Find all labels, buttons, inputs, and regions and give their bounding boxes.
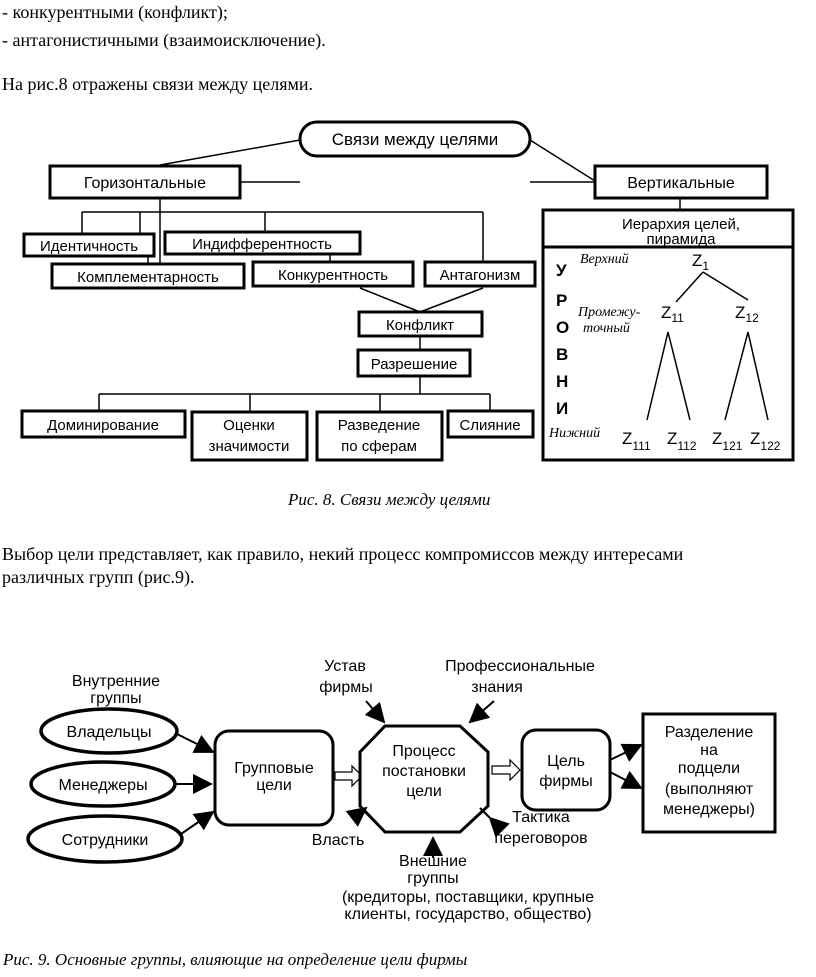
firm-goal-label-1: Цель	[547, 753, 585, 770]
group-goals-label-2: цели	[256, 777, 292, 794]
tactics-label-1: Тактика	[512, 809, 570, 826]
prof-knowledge-label-1: Профессиональные	[445, 658, 595, 675]
process-octagon	[358, 724, 490, 834]
svg-text:Z1: Z1	[692, 251, 709, 273]
svg-text:Z122: Z122	[750, 429, 781, 453]
hierarchy-label-1: Иерархия целей,	[622, 216, 740, 233]
competition-label: Конкурентность	[278, 267, 388, 284]
separation-label-2: по сферам	[341, 438, 417, 455]
horizontal-label: Горизонтальные	[84, 175, 206, 192]
list-line-antagonistic: - антагонистичными (взаимоисключение).	[2, 30, 326, 50]
indifference-node	[163, 230, 362, 256]
svg-text:Р: Р	[556, 291, 567, 310]
hierarchy-label-2: пирамида	[647, 231, 717, 248]
figure-9-caption: Рис. 9. Основные группы, влияющие на опр…	[3, 950, 468, 969]
external-label-2: группы	[407, 870, 458, 887]
resolution-label: Разрешение	[371, 356, 458, 373]
svg-text:Z112: Z112	[667, 429, 697, 453]
svg-text:Z121: Z121	[712, 429, 743, 453]
paragraph-line-2: различных групп (рис.9).	[2, 567, 195, 587]
firm-goal-box	[520, 728, 612, 812]
svg-text:Z12: Z12	[735, 303, 759, 325]
external-label-3: (кредиторы, поставщики, крупные	[342, 889, 594, 906]
group-goals-box	[213, 729, 335, 827]
identity-node	[22, 232, 156, 258]
tactics-label-2: переговоров	[494, 830, 587, 847]
internal-groups-2: группы	[90, 690, 141, 707]
resolution-node	[356, 348, 472, 378]
process-label-3: цели	[406, 783, 442, 800]
process-label-1: Процесс	[392, 743, 455, 760]
charter-label-1: Устав	[324, 658, 366, 675]
division-label-1: Разделение	[665, 724, 754, 741]
merger-node	[446, 409, 535, 439]
group-goals-label-1: Групповые	[234, 760, 314, 777]
significance-label-2: значимости	[209, 438, 290, 455]
antagonism-node	[423, 260, 537, 288]
merger-label: Слияние	[459, 417, 520, 434]
firm-goal-label-2: фирмы	[539, 773, 593, 790]
significance-node	[190, 410, 309, 462]
svg-text:В: В	[556, 345, 568, 364]
svg-text:О: О	[556, 318, 569, 337]
conflict-node	[357, 310, 484, 338]
employees-label: Сотрудники	[62, 832, 149, 849]
division-box	[641, 712, 777, 834]
hierarchy-panel	[541, 208, 795, 462]
separation-label-1: Разведение	[338, 417, 420, 434]
external-label-4: клиенты, государство, общество)	[344, 906, 591, 923]
levels-vertical-word: У Р О В Н И	[556, 261, 569, 418]
managers-ellipse	[29, 760, 177, 808]
managers-label: Менеджеры	[58, 777, 147, 794]
employees-ellipse	[26, 814, 184, 864]
horizontal-node	[48, 164, 242, 200]
svg-text:У: У	[556, 261, 567, 280]
domination-label: Доминирование	[47, 417, 159, 434]
division-label-3: подцели	[678, 760, 740, 777]
figure-8-caption: Рис. 8. Связи между целями	[288, 490, 491, 509]
significance-label-1: Оценки	[223, 417, 275, 434]
owners-ellipse	[39, 707, 179, 755]
vertical-node	[593, 164, 769, 200]
division-label-4: (выполняют	[665, 781, 754, 798]
power-label: Власть	[312, 832, 365, 849]
process-label-2: постановки	[382, 763, 466, 780]
root-label: Связи между целями	[332, 130, 499, 149]
prof-knowledge-label-2: знания	[471, 679, 523, 696]
complementarity-label: Комплементарность	[77, 269, 219, 286]
charter-label-2: фирмы	[319, 679, 373, 696]
figure-8-diagram: Связи между целями Горизонтальные Вертик…	[20, 120, 795, 462]
level-upper: Верхний	[580, 252, 629, 267]
level-lower: Нижний	[548, 426, 600, 441]
identity-label: Идентичность	[40, 238, 138, 255]
domination-node	[20, 409, 187, 439]
intro-fig8: На рис.8 отражены связи между целями.	[2, 74, 314, 94]
svg-text:Z111: Z111	[622, 429, 651, 453]
competition-node	[251, 260, 415, 288]
paragraph-line-1: Выбор цели представляет, как правило, не…	[2, 544, 684, 564]
indifference-label: Индифферентность	[192, 236, 332, 253]
level-middle-1: Промежу-	[577, 305, 641, 320]
vertical-label: Вертикальные	[627, 175, 735, 192]
internal-groups-1: Внутренние	[72, 673, 160, 690]
external-label-1: Внешние	[399, 853, 467, 870]
svg-text:Н: Н	[556, 372, 568, 391]
separation-node	[315, 410, 444, 462]
division-label-2: на	[700, 742, 718, 759]
conflict-label: Конфликт	[386, 317, 454, 334]
antagonism-label: Антагонизм	[440, 267, 521, 284]
division-label-5: менеджеры)	[663, 801, 755, 818]
svg-text:Z11: Z11	[661, 303, 684, 325]
root-node	[298, 120, 532, 158]
level-middle-2: точный	[583, 321, 630, 336]
owners-label: Владельцы	[67, 724, 152, 741]
list-line-competitive: - конкурентными (конфликт);	[2, 2, 228, 22]
z-nodes: Z1 Z11 Z12 Z111 Z112 Z121 Z122	[622, 251, 781, 453]
complementarity-node	[50, 262, 246, 290]
svg-text:И: И	[556, 399, 568, 418]
